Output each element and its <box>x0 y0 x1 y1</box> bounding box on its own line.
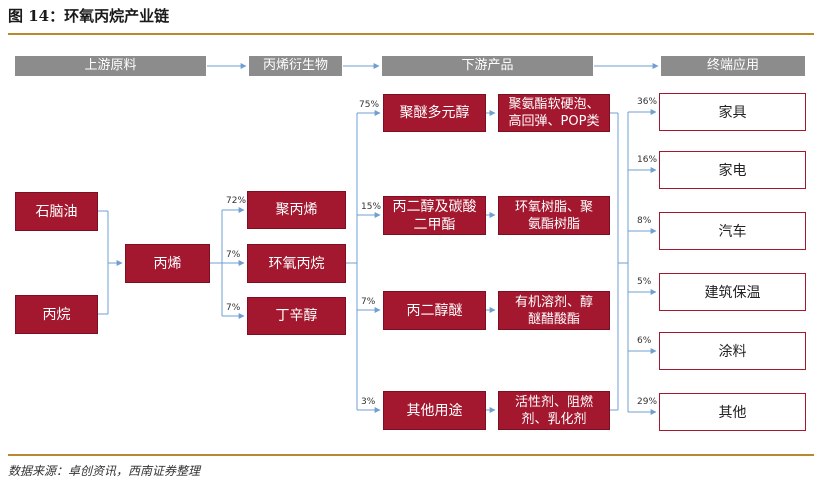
node-epoxy-resin: 环氧树脂、聚 氨酯树脂 <box>498 196 610 235</box>
node-naphtha: 石脑油 <box>15 192 98 231</box>
node-glycol-ether: 丙二醇醚 <box>383 291 486 330</box>
pct-polypropylene: 72% <box>226 196 247 206</box>
node-propylene-oxide: 环氧丙烷 <box>247 244 346 283</box>
app-furniture: 家具 <box>659 93 806 131</box>
node-propane: 丙烷 <box>15 295 98 334</box>
pct-automotive: 8% <box>637 216 652 226</box>
app-others: 其他 <box>659 393 806 431</box>
header-terminal: 终端应用 <box>661 56 805 76</box>
node-surfactants: 活性剂、阻燃 剂、乳化剂 <box>498 391 610 430</box>
top-rule <box>8 33 814 35</box>
pct-others: 29% <box>637 397 658 407</box>
node-organic-solvents: 有机溶剂、醇 醚醋酸酯 <box>498 291 610 330</box>
node-polyether-polyol: 聚醚多元醇 <box>383 94 486 132</box>
node-polypropylene: 聚丙烯 <box>247 191 346 229</box>
pct-butanol-octanol: 7% <box>226 303 241 313</box>
pct-coatings: 6% <box>637 336 652 346</box>
pct-propylene-glycol: 15% <box>361 202 382 212</box>
pct-other-uses: 3% <box>361 397 376 407</box>
app-building-insulation: 建筑保温 <box>659 273 806 311</box>
node-propylene-glycol-dmc: 丙二醇及碳酸 二甲酯 <box>383 196 486 235</box>
pct-polyether-polyol: 75% <box>359 100 380 110</box>
pct-glycol-ether: 7% <box>361 297 376 307</box>
app-appliances: 家电 <box>659 151 806 189</box>
node-butanol-octanol: 丁辛醇 <box>247 297 346 335</box>
pct-furniture: 36% <box>637 97 658 107</box>
app-automotive: 汽车 <box>659 212 806 250</box>
source-note: 数据来源：卓创资讯，西南证券整理 <box>8 464 201 478</box>
bottom-rule <box>8 454 814 456</box>
pct-propylene-oxide: 7% <box>226 250 241 260</box>
node-propylene: 丙烯 <box>125 244 210 283</box>
header-upstream: 上游原料 <box>15 56 206 76</box>
node-polyurethane-foam: 聚氨酯软硬泡、 高回弹、POP类 <box>498 94 610 132</box>
app-coatings: 涂料 <box>659 332 806 370</box>
pct-appliances: 16% <box>637 155 658 165</box>
header-downstream: 下游产品 <box>382 56 593 76</box>
figure-title: 图 14：环氧丙烷产业链 <box>8 7 170 25</box>
pct-building-insulation: 5% <box>637 277 652 287</box>
header-derivatives: 丙烯衍生物 <box>249 56 342 76</box>
node-other-uses: 其他用途 <box>383 391 486 430</box>
